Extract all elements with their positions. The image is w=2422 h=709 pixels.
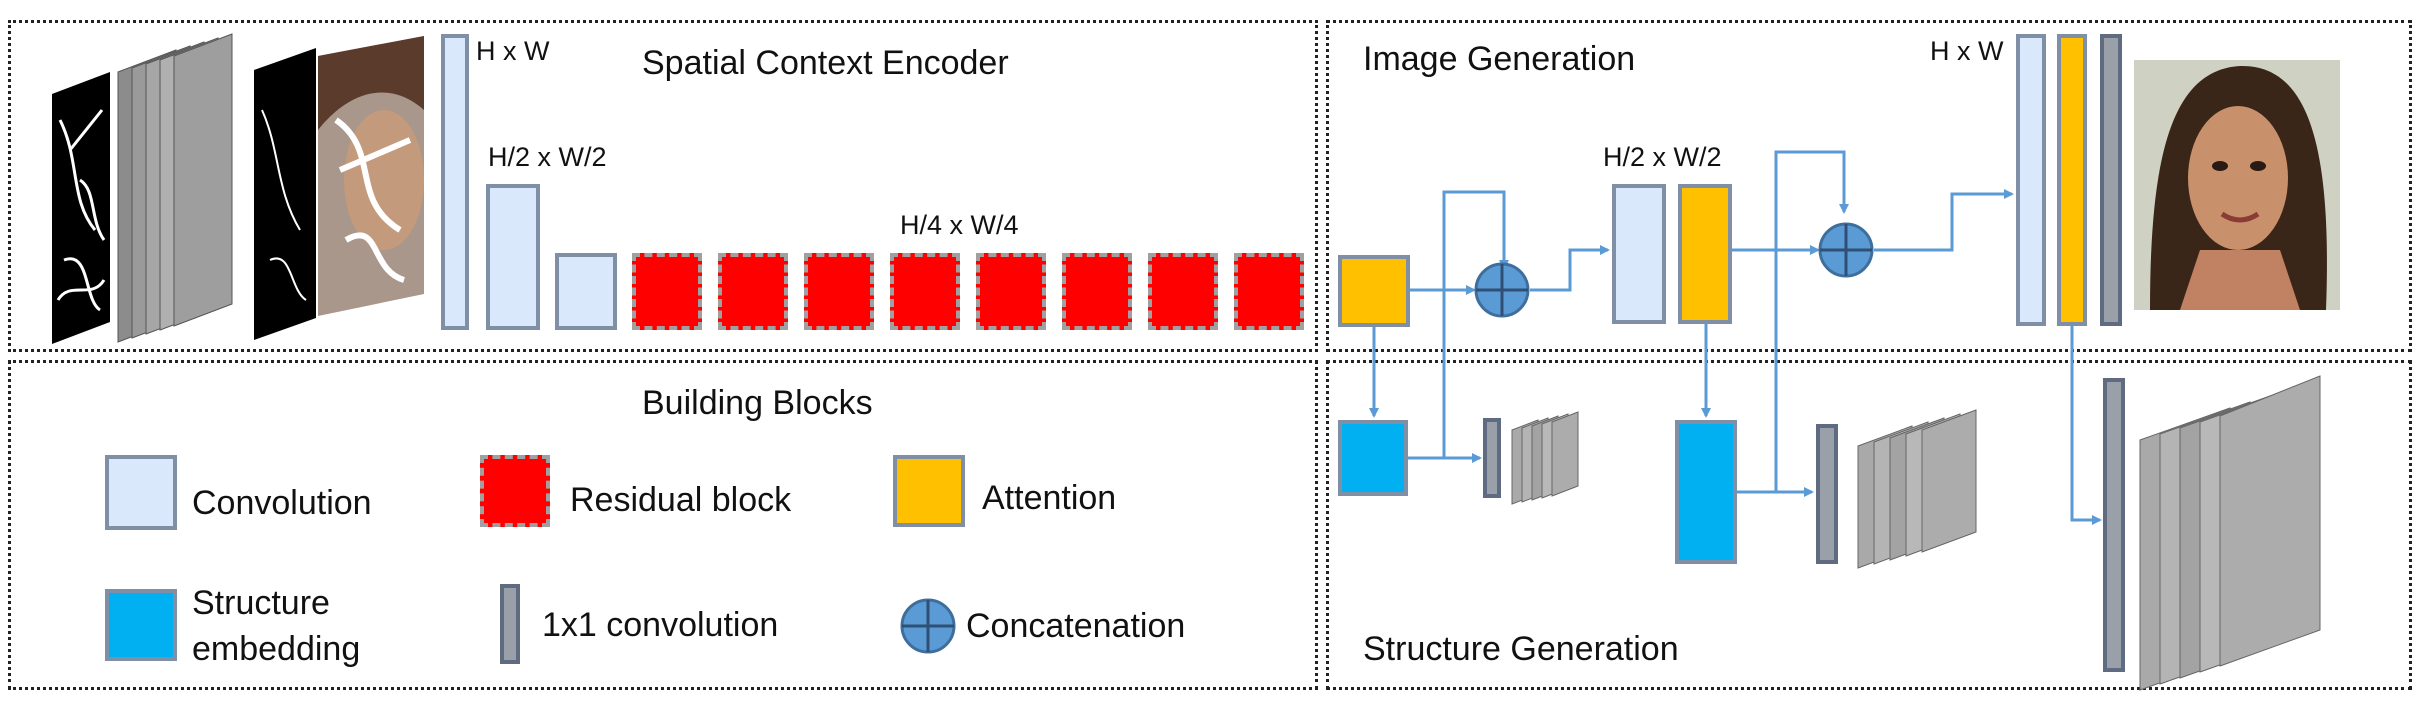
legend-1x1-swatch (500, 584, 520, 664)
legend-residual-label: Residual block (570, 481, 792, 519)
legend-structure-embedding-swatch (105, 589, 177, 661)
encoder-conv-full (441, 34, 469, 330)
image-generation-panel (1326, 20, 2412, 352)
residual-block-1 (632, 253, 702, 330)
spatial-context-encoder-panel (8, 20, 1318, 352)
legend-structure-line2: embedding (192, 630, 361, 668)
dim-half-encoder: H/2 x W/2 (488, 142, 607, 172)
dim-full-generation: H x W (1930, 36, 2004, 66)
dim-half-generation: H/2 x W/2 (1603, 142, 1722, 172)
legend-convolution-label: Convolution (192, 484, 372, 522)
image-generation-title: Image Generation (1363, 40, 1636, 78)
building-blocks-title: Building Blocks (642, 384, 873, 422)
residual-block-6 (1062, 253, 1132, 330)
generation-conv-half (1612, 184, 1666, 324)
residual-block-3 (804, 253, 874, 330)
legend-attention-swatch (893, 455, 965, 527)
structure-embedding-quarter (1338, 420, 1408, 496)
legend-attention-label: Attention (982, 479, 1117, 517)
structure-1x1-conv-full (2103, 378, 2125, 672)
residual-block-4 (890, 253, 960, 330)
attention-block-half (1678, 184, 1732, 324)
residual-block-5 (976, 253, 1046, 330)
residual-block-2 (718, 253, 788, 330)
structure-generation-panel (1326, 360, 2412, 690)
legend-structure-line1: Structure (192, 584, 330, 622)
residual-block-7 (1148, 253, 1218, 330)
structure-1x1-conv-half (1816, 424, 1838, 564)
generation-conv-full (2016, 34, 2046, 326)
legend-convolution-swatch (105, 455, 177, 530)
dim-full-encoder: H x W (476, 36, 550, 66)
structure-1x1-conv-quarter (1483, 418, 1501, 498)
dim-quarter-encoder: H/4 x W/4 (900, 210, 1019, 240)
structure-generation-title: Structure Generation (1363, 630, 1679, 668)
encoder-title: Spatial Context Encoder (642, 44, 1009, 82)
encoder-conv-half (486, 184, 540, 330)
legend-1x1-label: 1x1 convolution (542, 606, 779, 644)
attention-block-quarter (1338, 255, 1410, 327)
legend-structure-embedding-label: Structure embedding (192, 583, 360, 669)
residual-block-8 (1234, 253, 1304, 330)
legend-concatenation-label: Concatenation (966, 607, 1186, 645)
legend-residual-swatch (480, 455, 550, 527)
encoder-conv-quarter (555, 253, 617, 330)
structure-embedding-half (1675, 420, 1737, 564)
attention-block-full (2057, 34, 2087, 326)
building-blocks-panel (8, 360, 1318, 690)
output-1x1-conv (2100, 34, 2122, 326)
